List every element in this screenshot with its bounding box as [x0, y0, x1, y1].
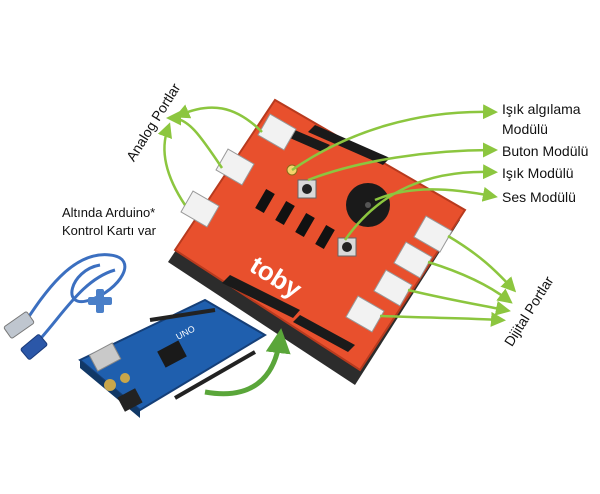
light-sensor-label-line2: Modülü: [502, 121, 548, 137]
light-sensor-label-line1: Işık algılama: [502, 101, 581, 117]
arduino-to-shield-arrow: [204, 328, 291, 397]
digital-connector-4: [345, 295, 385, 333]
analog-connector-3: [180, 190, 220, 228]
usb-cable-illustration: [3, 253, 127, 360]
arduino-note-line2: Kontrol Kartı var: [62, 223, 156, 238]
arduino-note-line1: Altında Arduino*: [62, 205, 156, 220]
digital-connector-3: [373, 269, 413, 307]
push-button-1: [297, 179, 317, 199]
analog-connector-2: [215, 148, 255, 186]
digital-connector-2: [393, 241, 433, 279]
analog-connector-1: [257, 113, 297, 151]
digital-connector-1: [413, 215, 453, 253]
light-module-label: Işık Modülü: [502, 165, 574, 181]
sound-module-label: Ses Modülü: [502, 189, 576, 205]
button-module-label: Buton Modülü: [502, 143, 589, 159]
analog-arrows: [157, 104, 263, 206]
jumper-blocks: [255, 188, 335, 250]
arduino-board-illustration: UNO: [78, 298, 267, 418]
push-button-2: [337, 237, 357, 257]
plus-icon: [88, 289, 112, 313]
buzzer-component: [346, 183, 390, 227]
module-arrows: [291, 104, 498, 241]
digital-arrows: [379, 234, 517, 327]
